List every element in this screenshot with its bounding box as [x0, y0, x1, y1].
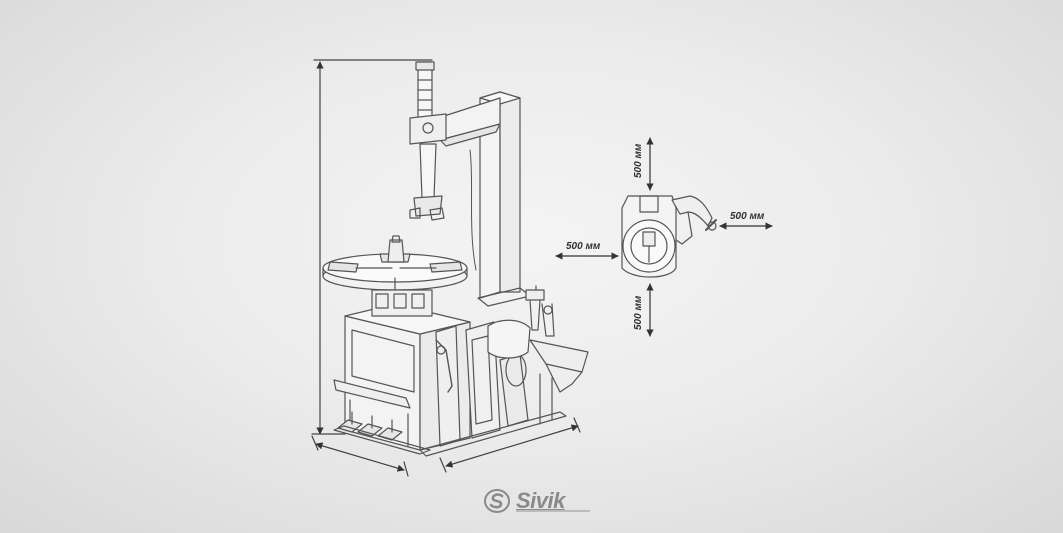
height-dimension — [311, 59, 433, 435]
top-view-clearance: 500 мм 500 мм 500 мм 500 мм — [555, 137, 773, 337]
brand-logo: Sivik — [484, 486, 594, 516]
machine-body — [333, 303, 589, 457]
column-arm — [409, 61, 531, 307]
clearance-label-left: 500 мм — [566, 241, 601, 252]
width-dimension — [439, 417, 581, 473]
clearance-label-bottom: 500 мм — [633, 295, 644, 330]
clearance-label-top: 500 мм — [633, 143, 644, 178]
clearance-label-right: 500 мм — [730, 211, 765, 222]
sivik-logo-icon — [484, 489, 510, 513]
air-filter-unit — [525, 285, 555, 337]
brand-name: Sivik — [516, 488, 565, 513]
depth-dimension — [311, 435, 409, 477]
turntable — [322, 235, 468, 317]
brand-tagline-bar — [516, 510, 590, 512]
foot-pedals — [333, 411, 431, 455]
